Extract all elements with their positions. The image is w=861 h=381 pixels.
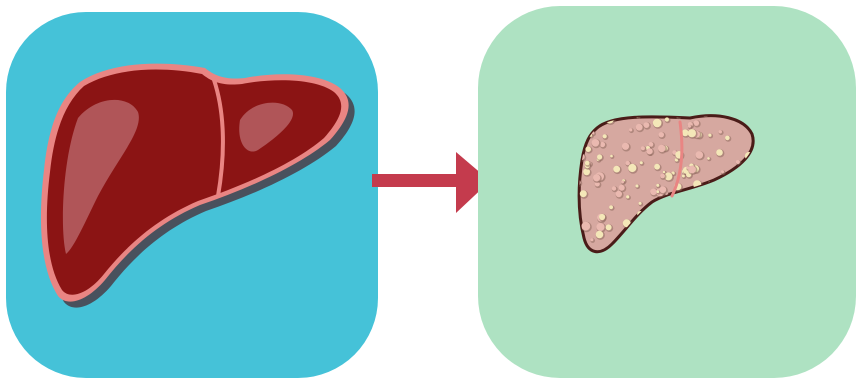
nodule (647, 148, 653, 154)
nodule (688, 129, 696, 137)
nodule (590, 238, 593, 241)
nodule (603, 134, 607, 138)
nodule (719, 130, 722, 133)
nodule (654, 164, 660, 170)
nodule (696, 151, 704, 159)
nodule (609, 205, 613, 209)
nodule (581, 222, 590, 231)
nodule (736, 160, 740, 164)
nodule (657, 190, 660, 193)
nodule (636, 185, 639, 188)
nodule (621, 181, 624, 184)
nodule (653, 119, 662, 128)
nodule (659, 186, 666, 193)
nodule (682, 175, 685, 178)
nodule (622, 143, 629, 150)
nodule (639, 202, 642, 205)
nodule (612, 186, 616, 190)
nodule (688, 166, 696, 174)
nodule (641, 146, 645, 150)
nodule (628, 164, 636, 172)
nodule (599, 214, 605, 220)
nodule (626, 161, 630, 165)
nodule (596, 231, 604, 239)
nodule (707, 157, 710, 160)
nodule (663, 171, 665, 173)
nodule (659, 132, 664, 137)
healthy-liver-panel (6, 12, 378, 378)
nodule (716, 149, 723, 156)
nodule (656, 184, 659, 187)
nodule (613, 166, 620, 173)
nodule (585, 161, 590, 166)
nodule (640, 161, 643, 164)
nodule (626, 195, 629, 198)
nodule (616, 191, 622, 197)
nodule (650, 189, 657, 196)
cirrhotic-liver-panel (478, 6, 856, 378)
nodule (585, 146, 591, 152)
nodule (658, 145, 665, 152)
nodule (636, 124, 643, 131)
nodule (660, 174, 665, 179)
nodule (644, 122, 650, 128)
nodule (596, 223, 604, 231)
nodule (606, 224, 612, 230)
nodule (593, 174, 600, 181)
nodule (580, 190, 587, 197)
nodule (665, 117, 669, 121)
nodule (688, 125, 691, 128)
nodule (597, 154, 602, 159)
nodule (708, 134, 711, 137)
nodule (592, 139, 600, 147)
nodule (610, 155, 613, 158)
arrow-shaft (372, 174, 456, 187)
nodule (725, 136, 730, 141)
nodule (629, 128, 632, 131)
arrow-right-icon (372, 152, 490, 213)
nodule (619, 185, 625, 191)
nodule (721, 170, 724, 173)
